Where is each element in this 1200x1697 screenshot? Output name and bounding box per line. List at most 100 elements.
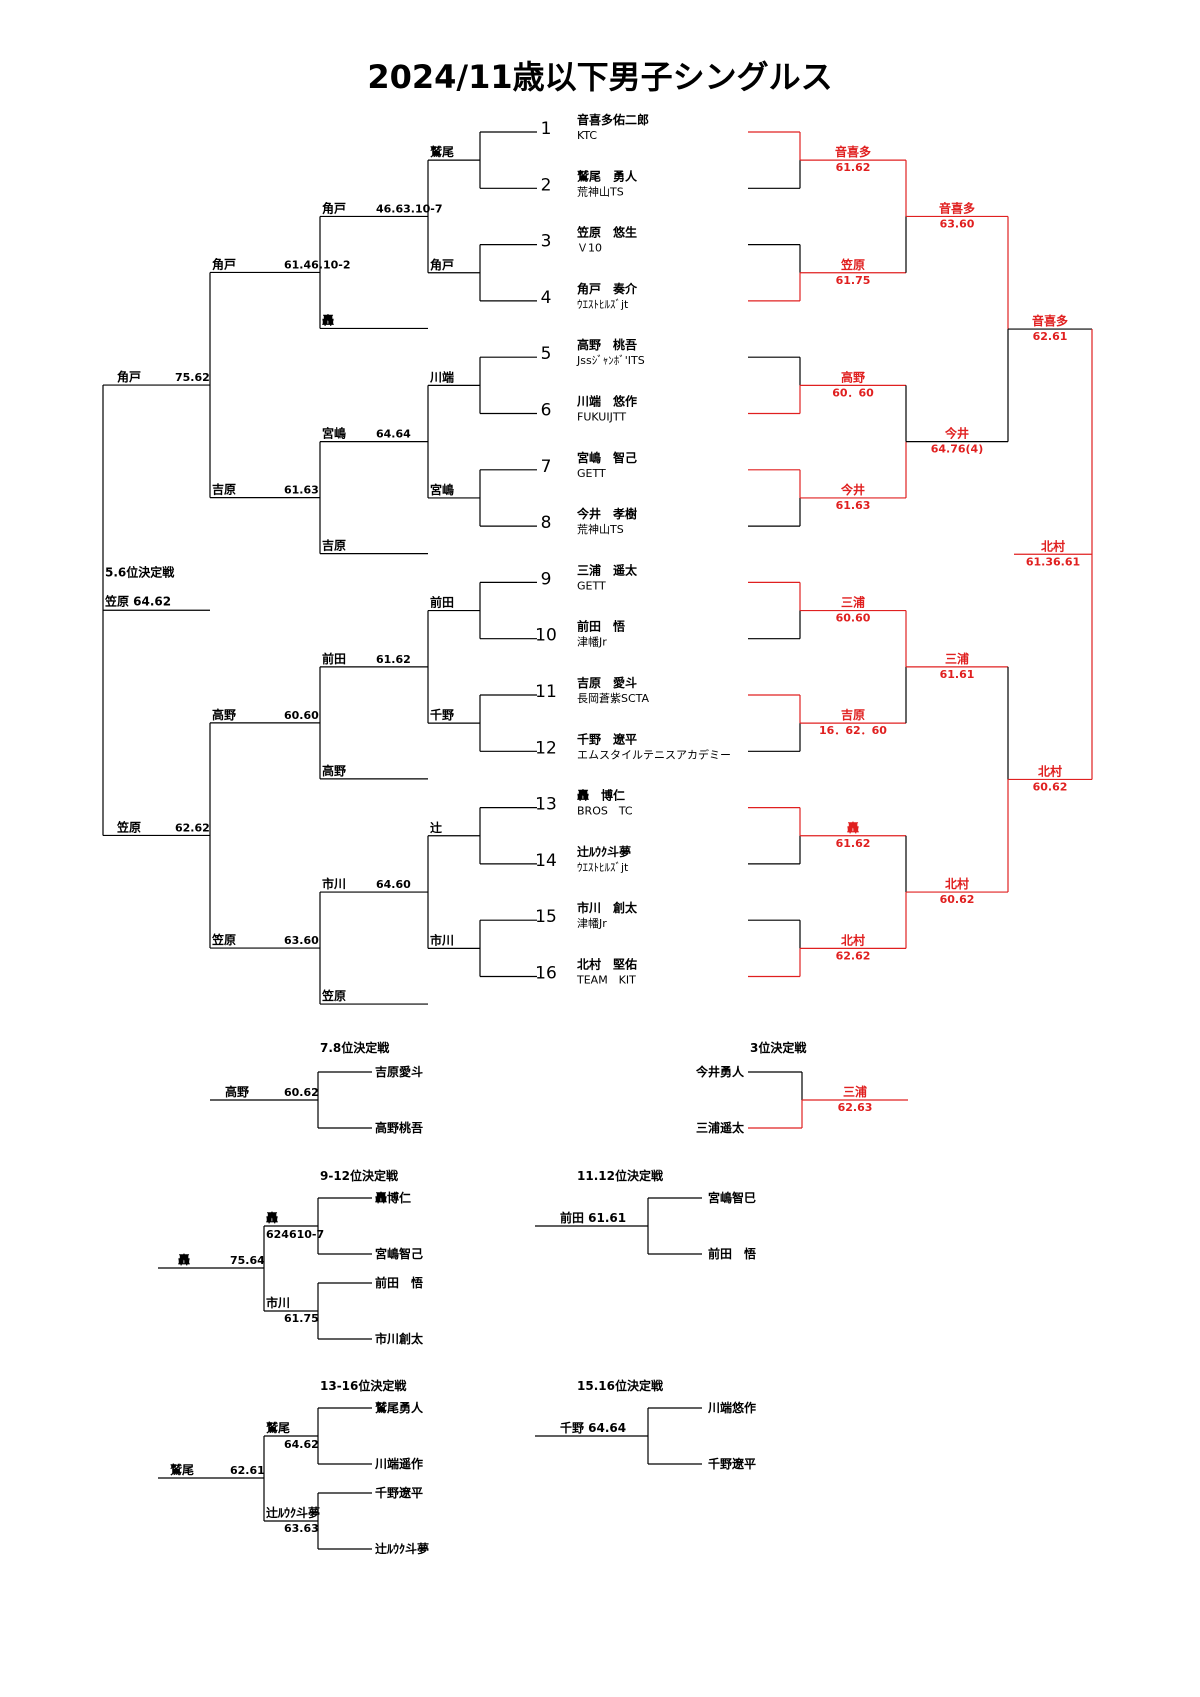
left-r1-winner: 川端 [429, 369, 454, 384]
place-13-16-player: 千野遼平 [375, 1485, 423, 1500]
place-7-8-bottom: 高野桃吾 [375, 1120, 423, 1135]
place-9-12-semi-score: 624610-7 [266, 1228, 324, 1241]
right-qf-score: 64.76(4) [931, 443, 984, 456]
place-9-12-semi-winner: 市川 [266, 1295, 290, 1310]
player-name: 市川 創太 [577, 900, 638, 915]
player-club: 荒神山TS [577, 184, 624, 198]
place-5-6-label: 5.6位決定戦 [105, 564, 175, 579]
left-r3-winner: 笠原 [211, 932, 236, 947]
left-r2-slot: 高野 [322, 763, 346, 778]
place-13-16-semi-winner: 鷲尾 [266, 1420, 290, 1435]
place-11-12-bottom: 前田 悟 [708, 1246, 756, 1261]
player-club: 津幡Jr [577, 635, 607, 649]
left-r2-score: 64.64 [376, 428, 411, 441]
player-club: 荒神山TS [577, 522, 624, 536]
right-r1-winner: 北村 [841, 932, 865, 947]
right-qf-winner: 今井 [944, 426, 969, 441]
player-seed: 15 [535, 907, 557, 927]
player-name: 笠原 悠生 [576, 225, 637, 240]
left-r1-winner: 前田 [430, 595, 454, 610]
place-9-12-player: 宮嶋智己 [375, 1246, 423, 1261]
place-13-16-player: 辻ﾙｳｸ斗夢 [375, 1541, 429, 1556]
player-name: 三浦 遥太 [577, 562, 638, 577]
right-sf-score: 60.62 [1033, 780, 1068, 793]
place-13-16-semi-score: 64.62 [284, 1438, 319, 1451]
place-5-6-result: 笠原 64.62 [104, 593, 171, 608]
place-13-16-semi-winner: 辻ﾙｳｸ斗夢 [266, 1505, 320, 1520]
player-seed: 14 [535, 851, 557, 871]
player-name: 北村 堅佑 [577, 957, 637, 972]
left-r2-slot: 角戸 [322, 200, 346, 215]
left-r1-winner: 辻 [430, 820, 442, 835]
player-club: Ｖ10 [577, 242, 602, 255]
final-score: 61.36.61 [1026, 555, 1080, 568]
place-7-8-top: 吉原愛斗 [375, 1064, 423, 1079]
place-11-12-winner: 前田 61.61 [560, 1210, 626, 1225]
place-3-bottom: 三浦遥太 [696, 1120, 745, 1135]
place-13-16-player: 鷲尾勇人 [375, 1400, 424, 1415]
left-r3-score: 60.60 [284, 709, 319, 722]
left-r3-score: 61.46.10-2 [284, 258, 351, 271]
player-seed: 10 [535, 626, 557, 646]
right-qf-score: 63.60 [940, 217, 975, 230]
place-13-16-label: 13-16位決定戦 [320, 1378, 407, 1393]
player-club: 津幡Jr [577, 916, 607, 930]
left-r2-slot: 吉原 [322, 538, 346, 553]
right-r1-winner: 今井 [840, 482, 865, 497]
left-r2-score: 64.60 [376, 878, 411, 891]
left-r2-slot: 笠原 [321, 988, 346, 1003]
player-club: 長岡蒼紫SCTA [577, 692, 650, 705]
player-name: 千野 遼平 [577, 731, 637, 746]
place-13-16-score: 62.61 [230, 1464, 265, 1477]
right-r1-score: 60．60 [832, 386, 874, 399]
right-r1-winner: 笠原 [840, 257, 865, 272]
right-r1-winner: 轟 [847, 820, 859, 835]
champion-name: 北村 [1041, 538, 1065, 553]
left-r1-winner: 鷲尾 [430, 144, 454, 159]
player-name: 前田 悟 [577, 619, 625, 634]
player-club: ｳｴｽﾄﾋﾙｽﾞjt [577, 298, 629, 311]
player-seed: 1 [541, 119, 552, 139]
right-r1-winner: 高野 [841, 369, 865, 384]
left-r2-slot: 市川 [322, 876, 346, 891]
place-11-12-label: 11.12位決定戦 [577, 1168, 664, 1183]
player-name: 音喜多佑二郎 [577, 112, 649, 127]
right-qf-winner: 三浦 [945, 651, 969, 666]
left-r2-score: 46.63.10-7 [376, 202, 443, 215]
place-9-12-player: 前田 悟 [375, 1275, 423, 1290]
right-r1-winner: 音喜多 [835, 144, 871, 159]
left-r3-score: 61.63 [284, 484, 319, 497]
place-3-top: 今井勇人 [695, 1064, 745, 1079]
place-15-16-bottom: 千野遼平 [708, 1456, 756, 1471]
right-sf-score: 62.61 [1033, 330, 1068, 343]
left-r1-winner: 角戸 [430, 257, 454, 272]
player-name: 川端 悠作 [576, 394, 637, 409]
left-r2-slot: 前田 [322, 651, 346, 666]
place-3-score: 62.63 [838, 1101, 873, 1114]
player-name: 辻ﾙｳｸ斗夢 [577, 844, 631, 859]
left-r3-winner: 角戸 [212, 256, 236, 271]
right-r1-score: 61.63 [836, 499, 871, 512]
player-club: GETT [577, 579, 606, 592]
place-15-16-top: 川端悠作 [707, 1400, 756, 1415]
left-r3-score: 63.60 [284, 934, 319, 947]
player-seed: 3 [541, 232, 552, 252]
left-r2-score: 61.62 [376, 653, 411, 666]
place-9-12-player: 轟博仁 [375, 1190, 411, 1205]
player-name: 轟 博仁 [577, 788, 625, 803]
right-r1-score: 60.60 [836, 612, 871, 625]
place-7-8-label: 7.8位決定戦 [320, 1040, 390, 1055]
player-club: KTC [577, 129, 597, 142]
right-qf-winner: 北村 [945, 876, 969, 891]
player-seed: 12 [535, 738, 557, 758]
place-7-8-score: 60.62 [284, 1086, 319, 1099]
player-seed: 9 [541, 569, 552, 589]
left-r3-winner: 吉原 [212, 482, 236, 497]
place-9-12-label: 9-12位決定戦 [320, 1168, 399, 1183]
player-seed: 11 [535, 682, 557, 702]
place-3-label: 3位決定戦 [750, 1040, 807, 1055]
right-r1-score: 16．62．60 [819, 724, 887, 737]
player-club: エムスタイルテニスアカデミー [577, 747, 731, 761]
player-name: 今井 孝樹 [576, 506, 637, 521]
